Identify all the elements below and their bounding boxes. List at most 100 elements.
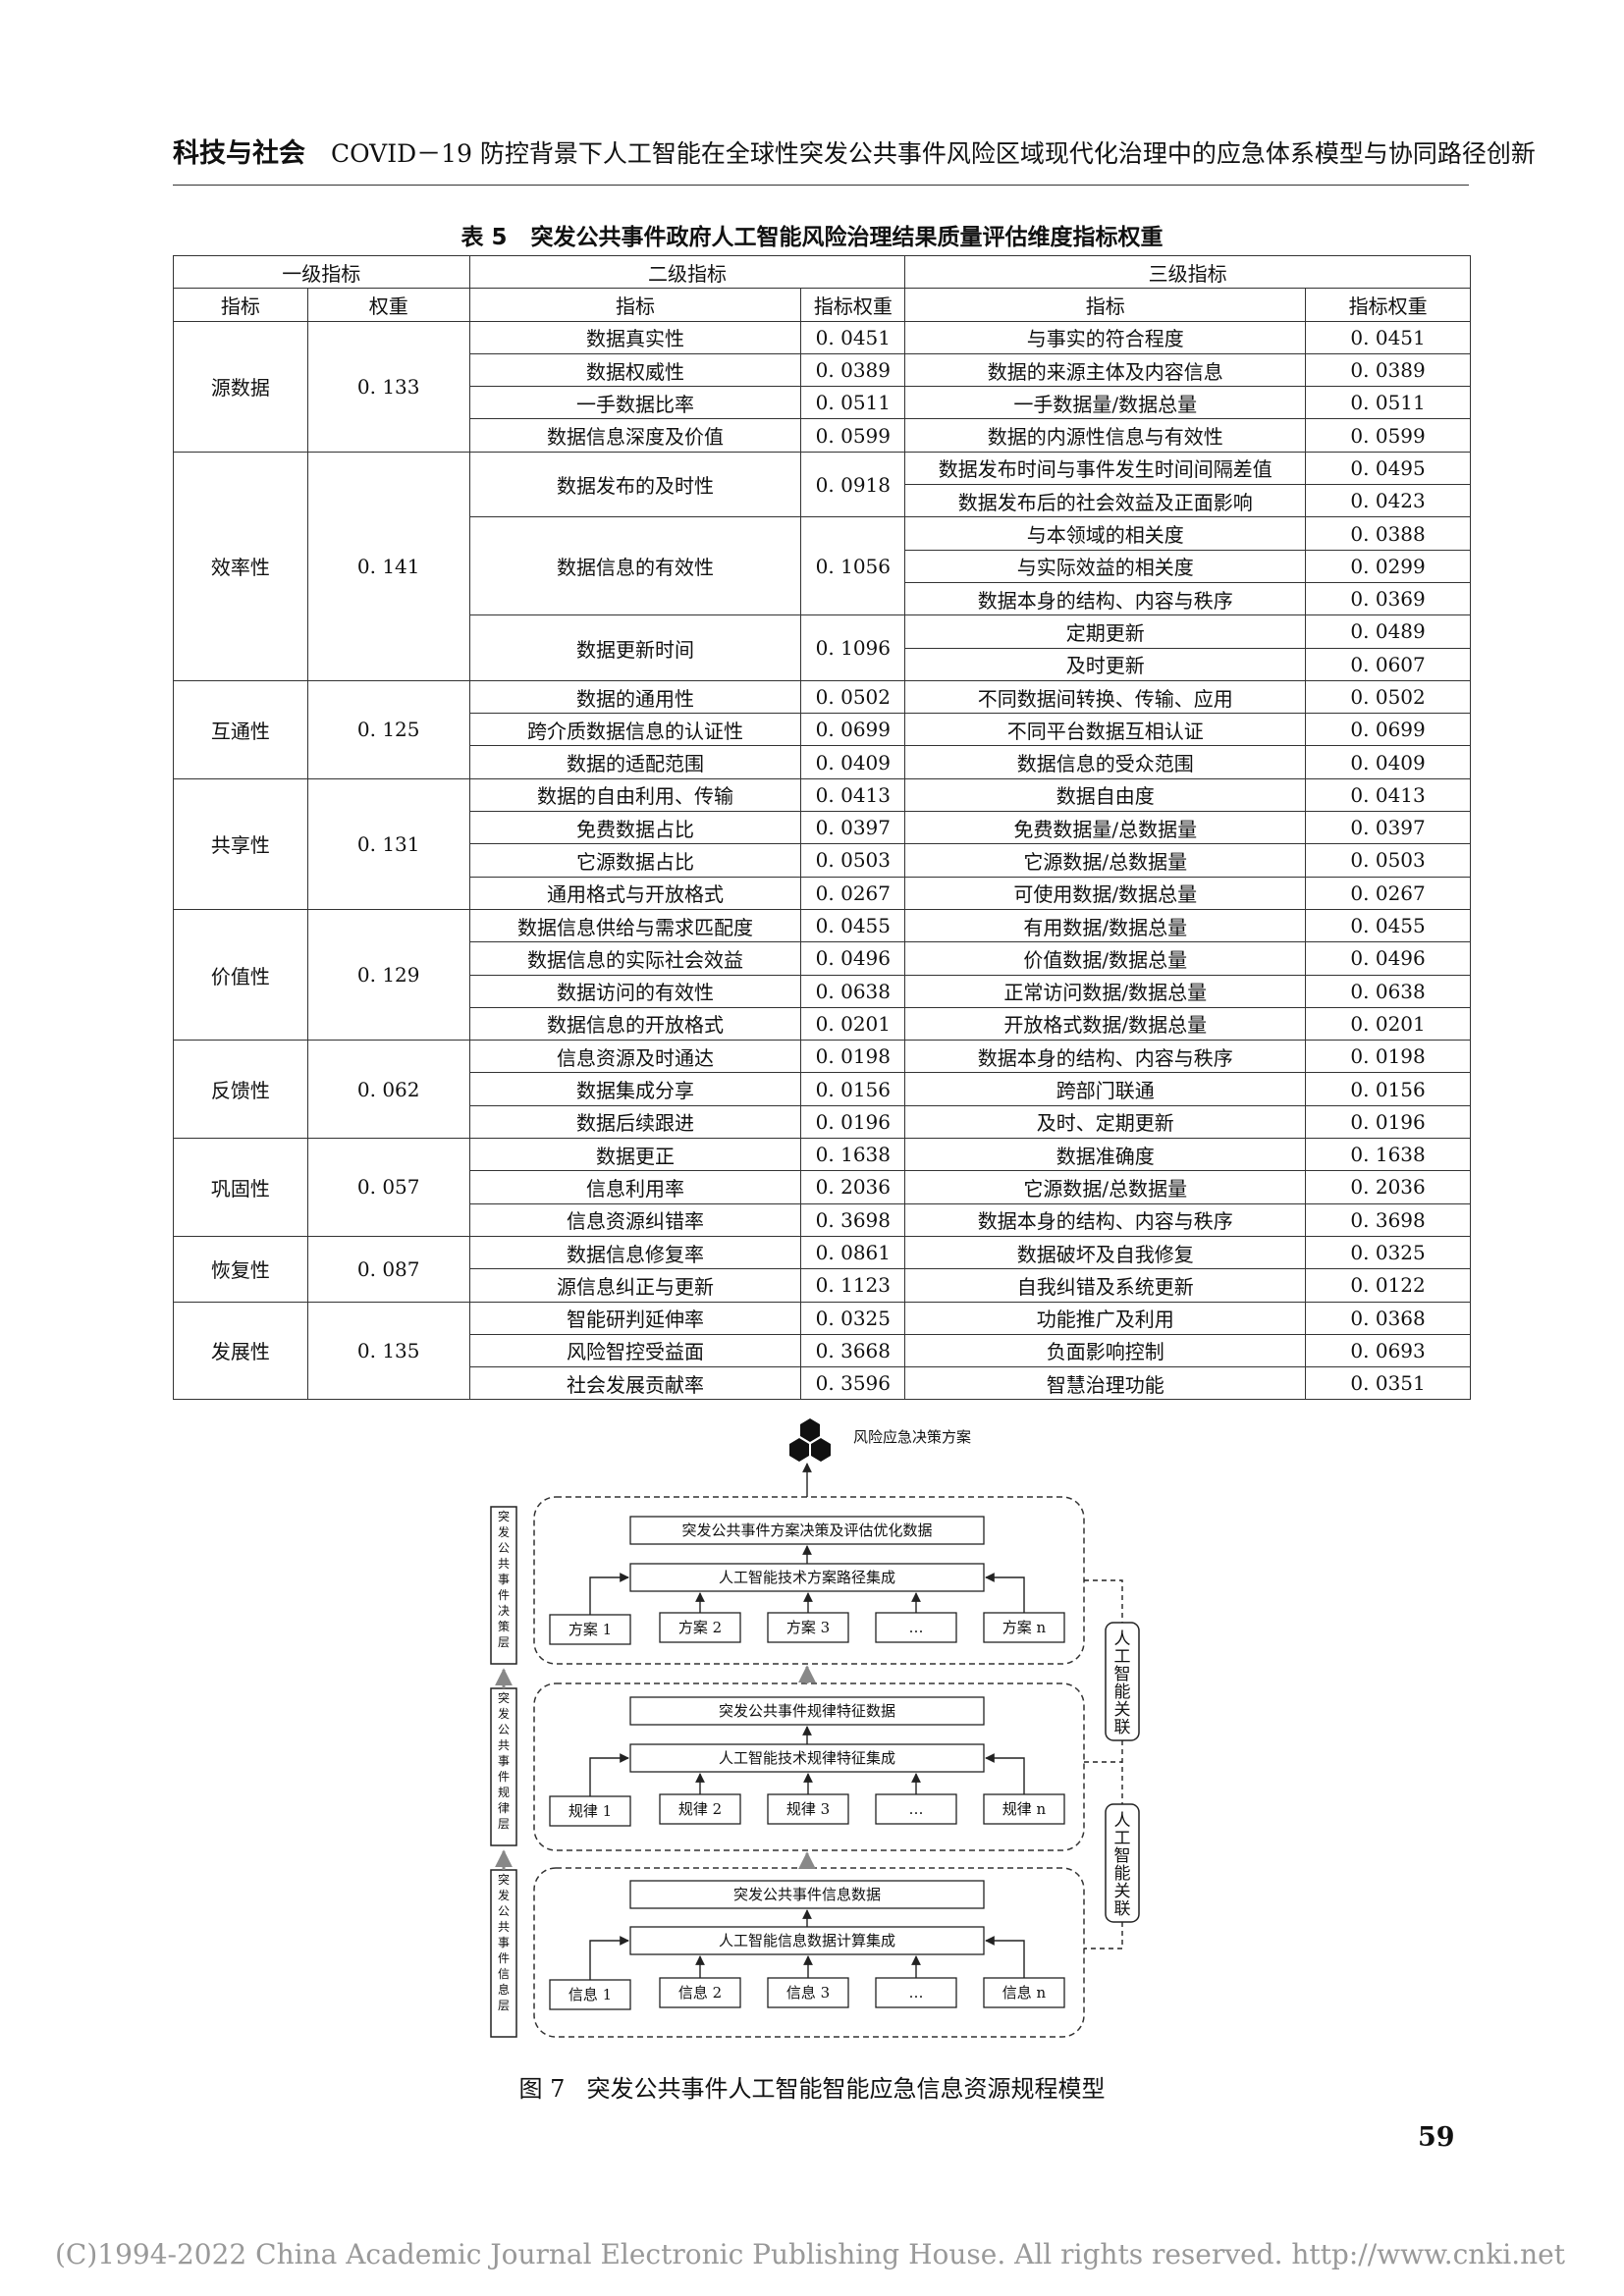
level3-name: 开放格式数据/数据总量 bbox=[904, 1006, 1307, 1041]
level2-name: 数据的通用性 bbox=[468, 679, 802, 715]
group-header: 三级指标 bbox=[904, 254, 1471, 290]
level2-weight: 0. 3596 bbox=[800, 1366, 906, 1401]
table-row: 风险智控受益面 0. 3668 负面影响控制 0. 0693 bbox=[174, 1333, 1471, 1368]
copyright-footer: (C)1994-2022 China Academic Journal Elec… bbox=[55, 2238, 1566, 2270]
level1-name: 发展性 bbox=[173, 1301, 308, 1401]
level3-name: 正常访问数据/数据总量 bbox=[904, 974, 1307, 1008]
level3-weight: 0. 0196 bbox=[1305, 1104, 1471, 1140]
level3-name: 负面影响控制 bbox=[904, 1333, 1307, 1368]
level3-name: 数据本身的结构、内容与秩序 bbox=[904, 1040, 1307, 1074]
level1-name: 共享性 bbox=[173, 777, 308, 910]
level2-name: 数据信息修复率 bbox=[468, 1235, 802, 1270]
table-row: 通用格式与开放格式 0. 0267 可使用数据/数据总量 0. 0267 bbox=[174, 876, 1471, 910]
level2-name: 通用格式与开放格式 bbox=[468, 876, 802, 910]
item-boxes: 规律 1 规律 2 规律 3 … 规律 n bbox=[549, 1793, 1065, 1827]
item-label: 规律 n bbox=[1002, 1800, 1047, 1818]
level3-name: 价值数据/数据总量 bbox=[904, 941, 1307, 976]
level2-weight: 0. 0451 bbox=[800, 320, 906, 354]
level3-weight: 0. 0599 bbox=[1305, 418, 1471, 453]
level3-weight: 0. 0409 bbox=[1305, 745, 1471, 779]
column-header: 指标权重 bbox=[1305, 288, 1471, 322]
level2-name: 数据信息的开放格式 bbox=[468, 1006, 802, 1041]
level2-weight: 0. 0201 bbox=[800, 1006, 906, 1041]
level1-weight: 0. 057 bbox=[306, 1138, 470, 1237]
layer-top-box bbox=[629, 1516, 985, 1545]
table-row: 恢复性 0. 087 数据信息修复率 0. 0861 数据破坏及自我修复 0. … bbox=[173, 1235, 1471, 1303]
layer-mid-box bbox=[629, 1926, 985, 1955]
level2-weight: 0. 1123 bbox=[800, 1268, 906, 1303]
level1-weight: 0. 135 bbox=[306, 1301, 470, 1401]
table-row: 免费数据占比 0. 0397 免费数据量/总数据量 0. 0397 bbox=[174, 811, 1471, 845]
level2-name: 数据更新时间 bbox=[468, 614, 802, 681]
table-row: 数据后续跟进 0. 0196 及时、定期更新 0. 0196 bbox=[174, 1104, 1471, 1140]
column-header: 指标 bbox=[468, 288, 802, 322]
level1-weight: 0. 125 bbox=[306, 679, 470, 779]
level2-weight: 0. 0198 bbox=[800, 1040, 906, 1074]
table-title: 突发公共事件政府人工智能风险治理结果质量评估维度指标权重 bbox=[530, 225, 1164, 250]
level3-weight: 0. 0201 bbox=[1305, 1006, 1471, 1041]
item-box bbox=[875, 1793, 957, 1825]
level2-name: 跨介质数据信息的认证性 bbox=[468, 713, 802, 747]
table-row: 价值性 0. 129 数据信息供给与需求匹配度 0. 0455 有用数据/数据总… bbox=[173, 908, 1471, 1041]
level3-weight: 0. 0699 bbox=[1305, 713, 1471, 747]
layer-top-box bbox=[629, 1880, 985, 1909]
column-header: 指标 bbox=[173, 288, 308, 322]
level3-weight: 0. 0503 bbox=[1305, 843, 1471, 878]
sub-header-row: 指标 权重 指标 指标权重 指标 指标权重 bbox=[173, 288, 1471, 322]
hexagon-cluster-icon bbox=[789, 1418, 831, 1462]
level3-weight: 0. 0496 bbox=[1305, 941, 1471, 976]
level3-weight: 0. 0489 bbox=[1305, 614, 1471, 649]
table-row: 源信息纠正与更新 0. 1123 自我纠错及系统更新 0. 0122 bbox=[174, 1268, 1471, 1303]
item-box bbox=[875, 1977, 957, 2008]
figure-caption-text: 突发公共事件人工智能智能应急信息资源规程模型 bbox=[586, 2075, 1106, 2103]
layer-top-box bbox=[629, 1696, 985, 1726]
level2-weight: 0. 0196 bbox=[800, 1104, 906, 1140]
level2-weight: 0. 0502 bbox=[800, 679, 906, 715]
level3-weight: 0. 0511 bbox=[1305, 386, 1471, 420]
side-label: 突发公共事件信息层 bbox=[498, 1872, 510, 2012]
item-label: 信息 3 bbox=[786, 1984, 830, 2002]
item-boxes: 信息 1 信息 2 信息 3 … 信息 n bbox=[549, 1977, 1065, 2010]
level2-name: 信息资源及时通达 bbox=[468, 1040, 802, 1074]
table-row: 共享性 0. 131 数据的自由利用、传输 0. 0413 数据自由度 0. 0… bbox=[173, 777, 1471, 910]
ai-link-label: 人工智能关联 bbox=[1114, 1811, 1131, 1919]
item-boxes: 方案 1 方案 2 方案 3 … 方案 n bbox=[549, 1612, 1065, 1645]
table-row: 信息资源纠错率 0. 3698 数据本身的结构、内容与秩序 0. 3698 bbox=[174, 1202, 1471, 1237]
level1-weight: 0. 131 bbox=[306, 777, 470, 910]
level3-weight: 0. 0495 bbox=[1305, 451, 1471, 486]
level3-weight: 0. 0325 bbox=[1305, 1235, 1471, 1270]
item-connectors bbox=[589, 1753, 1025, 1796]
layer-mid-label: 人工智能信息数据计算集成 bbox=[719, 1932, 895, 1949]
item-box bbox=[549, 1614, 631, 1645]
level2-name: 数据后续跟进 bbox=[468, 1104, 802, 1140]
level2-name: 数据集成分享 bbox=[468, 1072, 802, 1106]
layer-top-label: 突发公共事件方案决策及评估优化数据 bbox=[681, 1522, 932, 1539]
level3-weight: 0. 0451 bbox=[1305, 320, 1471, 354]
table-row: 数据信息的有效性 0. 1056 与本领域的相关度 0. 0388 bbox=[174, 516, 1471, 616]
side-label-box bbox=[490, 1506, 517, 1665]
level2-weight: 0. 0496 bbox=[800, 941, 906, 976]
level3-name: 与本领域的相关度 bbox=[904, 516, 1307, 551]
level3-name: 数据的内源性信息与有效性 bbox=[904, 418, 1307, 453]
level3-weight: 0. 0299 bbox=[1305, 549, 1471, 583]
level1-weight: 0. 129 bbox=[306, 908, 470, 1041]
level2-name: 源信息纠正与更新 bbox=[468, 1268, 802, 1303]
level3-weight: 0. 0397 bbox=[1305, 811, 1471, 845]
ai-link-connectors bbox=[1084, 1579, 1123, 1949]
level2-weight: 0. 2036 bbox=[800, 1170, 906, 1204]
table-row: 数据本身的结构、内容与秩序 0. 0369 bbox=[174, 581, 1471, 616]
weights-table: 一级指标 二级指标 三级指标 指标 权重 指标 指标权重 指标 指标权重 源数据… bbox=[173, 254, 1471, 1401]
level2-weight: 0. 0599 bbox=[800, 418, 906, 453]
layer-top-label: 突发公共事件信息数据 bbox=[733, 1886, 881, 1903]
level2-name: 数据权威性 bbox=[468, 352, 802, 388]
table-row: 反馈性 0. 062 信息资源及时通达 0. 0198 数据本身的结构、内容与秩… bbox=[173, 1040, 1471, 1140]
level2-weight: 0. 0397 bbox=[800, 811, 906, 845]
table-number: 表 5 bbox=[460, 225, 508, 250]
level2-name: 一手数据比率 bbox=[468, 386, 802, 420]
level3-weight: 0. 0369 bbox=[1305, 581, 1471, 616]
level3-name: 它源数据/总数据量 bbox=[904, 1170, 1307, 1204]
item-box bbox=[983, 1793, 1065, 1825]
level2-name: 风险智控受益面 bbox=[468, 1333, 802, 1368]
table-row: 数据信息深度及价值 0. 0599 数据的内源性信息与有效性 0. 0599 bbox=[174, 418, 1471, 453]
table-row: 互通性 0. 125 数据的通用性 0. 0502 不同数据间转换、传输、应用 … bbox=[173, 679, 1471, 779]
